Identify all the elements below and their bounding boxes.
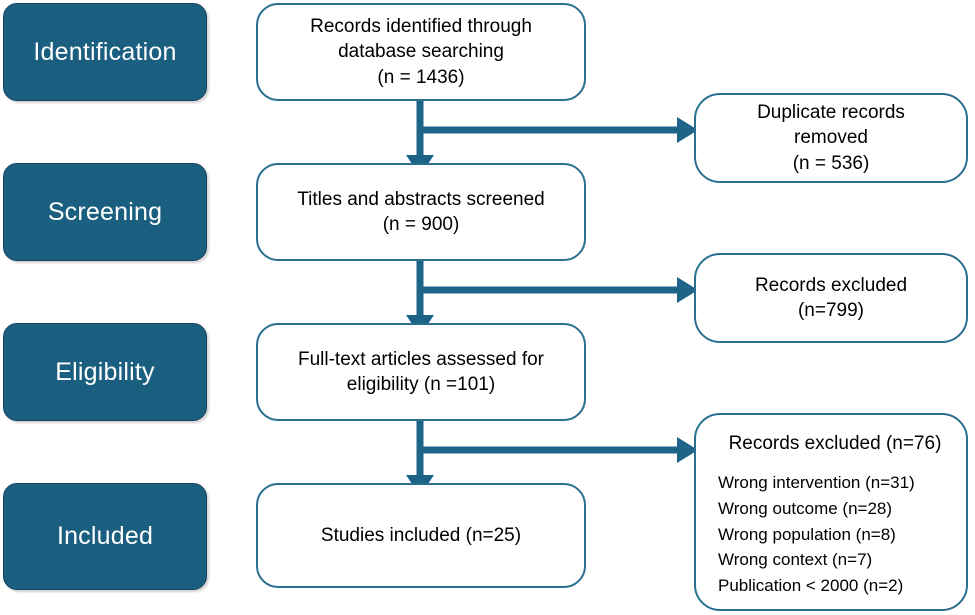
exclusion-detail-title: Records excluded (n=76) bbox=[728, 433, 942, 454]
stage-label-text: Included bbox=[56, 522, 154, 550]
stage-label-eligibility: Eligibility bbox=[3, 323, 207, 421]
flow-box-text: Titles and abstracts screened (n = 900) bbox=[297, 187, 544, 238]
stage-label-included: Included bbox=[3, 483, 207, 590]
exclusion-box-line: Records excluded bbox=[754, 274, 908, 296]
flow-box-studies-included: Studies included (n=25) bbox=[256, 483, 586, 588]
exclusion-reason-item: Publication < 2000 (n=2) bbox=[718, 576, 904, 596]
exclusion-box-records-excluded-eligibility: Records excluded (n=76) Wrong interventi… bbox=[694, 413, 968, 611]
exclusion-reason-item: Wrong intervention (n=31) bbox=[718, 473, 915, 492]
exclusion-box-line: removed bbox=[794, 127, 868, 149]
flow-box-line: Records identified through bbox=[310, 16, 532, 38]
exclusion-box-count: (n=799) bbox=[797, 300, 865, 321]
stage-label-text: Eligibility bbox=[55, 357, 155, 386]
flow-box-text: Studies included (n=25) bbox=[321, 523, 521, 548]
exclusion-box-duplicate-records-removed: Duplicate records removed (n = 536) bbox=[694, 93, 968, 183]
exclusion-box-count: (n = 536) bbox=[792, 152, 870, 174]
flow-box-line: Full-text articles assessed for bbox=[297, 348, 545, 370]
stage-label-text: Identification bbox=[33, 37, 177, 66]
stage-label-text: Screening bbox=[47, 197, 163, 226]
stage-label-identification: Identification bbox=[3, 3, 207, 101]
flow-box-text: Records identified through database sear… bbox=[310, 14, 532, 90]
flow-box-titles-abstracts-screened: Titles and abstracts screened (n = 900) bbox=[256, 163, 586, 261]
flow-box-text: Full-text articles assessed for eligibil… bbox=[298, 347, 544, 398]
flow-box-records-identified: Records identified through database sear… bbox=[256, 3, 586, 101]
exclusion-reason-item: Wrong outcome (n=28) bbox=[718, 498, 893, 518]
flow-box-line: database searching bbox=[338, 41, 504, 63]
exclusion-box-text: Duplicate records removed (n = 536) bbox=[757, 100, 905, 176]
exclusion-box-records-excluded-screening: Records excluded (n=799) bbox=[694, 253, 968, 343]
exclusion-box-text: Records excluded (n=799) bbox=[755, 273, 907, 324]
exclusion-reason-item: Wrong population (n=8) bbox=[718, 524, 896, 544]
flow-box-fulltext-assessed: Full-text articles assessed for eligibil… bbox=[256, 323, 586, 421]
flow-box-line: Titles and abstracts screened bbox=[297, 188, 545, 210]
flow-box-count: (n = 900) bbox=[382, 214, 460, 235]
exclusion-reason-list: Wrong intervention (n=31) Wrong outcome … bbox=[718, 471, 915, 598]
exclusion-box-line: Duplicate records bbox=[757, 102, 905, 124]
exclusion-reason-item: Wrong context (n=7) bbox=[718, 550, 873, 570]
stage-label-screening: Screening bbox=[3, 163, 207, 261]
flow-box-count: eligibility (n =101) bbox=[346, 374, 496, 395]
flow-box-count: (n = 1436) bbox=[377, 66, 465, 88]
flow-box-line: Studies included (n=25) bbox=[320, 524, 522, 546]
